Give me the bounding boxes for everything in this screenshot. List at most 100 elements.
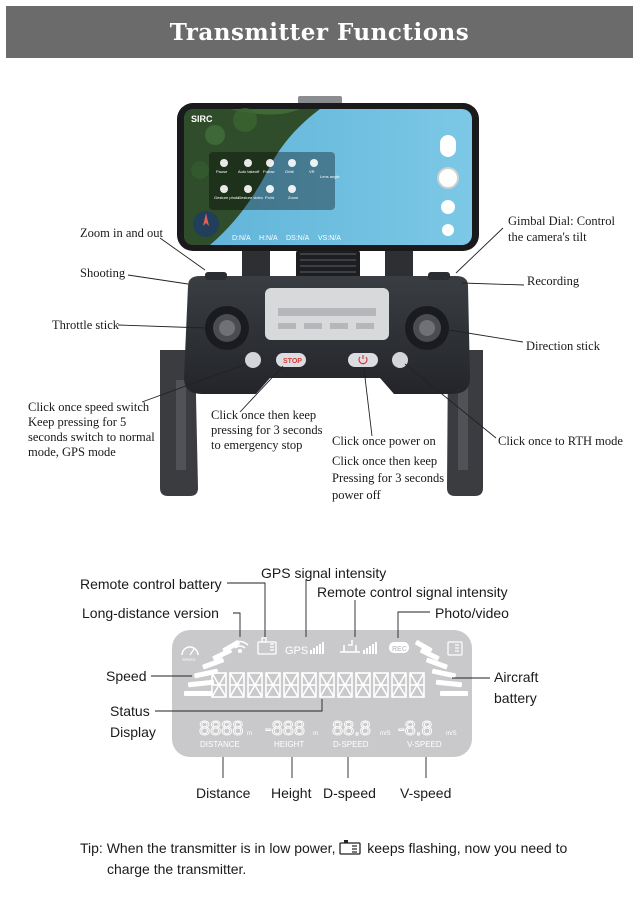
lcd-gps-text: GPS bbox=[285, 645, 308, 657]
lcd-speed-badge: SPEED bbox=[182, 657, 196, 662]
power-line-2: Click once then keep bbox=[332, 454, 438, 468]
speedometer-icon bbox=[181, 646, 199, 656]
direction-stick[interactable] bbox=[405, 306, 449, 350]
rth-button[interactable] bbox=[392, 352, 408, 368]
lcd-dspeed-caption: D-SPEED bbox=[333, 740, 369, 749]
label-dspeed: D-speed bbox=[323, 785, 376, 801]
telemetry-height: H:N/A bbox=[259, 235, 278, 242]
emergency-line-3: to emergency stop bbox=[211, 438, 303, 452]
lcd-distance-caption: DISTANCE bbox=[200, 740, 240, 749]
label-shooting: Shooting bbox=[80, 266, 126, 280]
label-gps-signal: GPS signal intensity bbox=[261, 565, 387, 581]
wifi-icon bbox=[231, 640, 249, 654]
lcd-battery-bars bbox=[415, 640, 468, 696]
lcd-vspeed-caption: V-SPEED bbox=[407, 740, 442, 749]
status-display-line-2: Display bbox=[110, 724, 156, 740]
phone bbox=[177, 103, 479, 251]
gimbal-line-2: the camera's tilt bbox=[508, 230, 587, 244]
rc-signal-icon bbox=[340, 640, 377, 654]
menu-gesture-photo: Gesture photo bbox=[214, 195, 240, 200]
status-display-line-1: Status bbox=[110, 703, 150, 719]
tip-note: Tip: When the transmitter is in low powe… bbox=[80, 838, 600, 880]
callout-lines bbox=[117, 227, 525, 439]
rec-badge bbox=[389, 642, 409, 653]
controller-lcd-segments bbox=[278, 308, 376, 329]
label-speed-switch: Click once speed switch Keep pressing fo… bbox=[28, 400, 155, 460]
lcd-rec-text: REC bbox=[392, 646, 407, 653]
label-rc-signal: Remote control signal intensity bbox=[317, 584, 508, 600]
label-aircraft-battery: Aircraft battery bbox=[494, 668, 538, 707]
phone-telemetry: D:N/A H:N/A DS:N/A VS:N/A bbox=[232, 235, 341, 242]
menu-zoom: Zoom bbox=[288, 195, 299, 200]
speed-switch-button[interactable] bbox=[245, 352, 261, 368]
speed-switch-line-3: seconds switch to normal bbox=[28, 430, 155, 444]
gps-signal-icon bbox=[310, 642, 324, 654]
speed-switch-line-4: mode, GPS mode bbox=[28, 445, 116, 459]
label-direction-stick: Direction stick bbox=[526, 339, 600, 353]
label-distance: Distance bbox=[196, 785, 251, 801]
header-banner: Transmitter Functions bbox=[6, 6, 633, 58]
menu-follow: Follow bbox=[263, 169, 275, 174]
phone-brand: SIRC bbox=[191, 114, 213, 124]
phone-menu: Pause Auto takeoff Follow Orbit VR Lens … bbox=[214, 169, 340, 200]
lcd-unit-vspeed: m/S bbox=[446, 731, 457, 737]
lcd-status-segments bbox=[211, 672, 425, 698]
tip-text-start: Tip: When the transmitter is in low powe… bbox=[80, 840, 336, 856]
lcd-speed-bars bbox=[184, 640, 240, 696]
emergency-line-2: pressing for 3 seconds bbox=[211, 423, 323, 437]
telemetry-distance: D:N/A bbox=[232, 235, 251, 242]
menu-orbit: Orbit bbox=[285, 169, 295, 174]
label-height: Height bbox=[271, 785, 312, 801]
label-long-distance: Long-distance version bbox=[82, 605, 219, 621]
speed-switch-line-1: Click once speed switch bbox=[28, 400, 150, 414]
lcd-height-caption: HEIGHT bbox=[274, 740, 304, 749]
emergency-line-1: Click once then keep bbox=[211, 408, 317, 422]
throttle-stick[interactable] bbox=[205, 306, 249, 350]
aircraft-battery-icon bbox=[447, 641, 463, 656]
gimbal-line-1: Gimbal Dial: Control bbox=[508, 214, 615, 228]
label-throttle-stick: Throttle stick bbox=[52, 318, 119, 332]
rc-battery-icon bbox=[257, 637, 277, 655]
telemetry-vspeed: VS:N/A bbox=[318, 235, 341, 242]
tip-text-end: keeps flashing, now you need to bbox=[367, 840, 568, 856]
power-line-1: Click once power on bbox=[332, 434, 436, 448]
menu-lens-angle: Lens angle bbox=[320, 174, 340, 179]
tip-text-line2: charge the transmitter. bbox=[107, 861, 247, 877]
stop-button[interactable] bbox=[276, 353, 306, 367]
stop-button-label: STOP bbox=[283, 358, 302, 365]
label-zoom: Zoom in and out bbox=[80, 226, 163, 240]
label-rc-battery: Remote control battery bbox=[80, 576, 222, 592]
menu-pause: Pause bbox=[216, 169, 228, 174]
label-status-display: Status Display bbox=[110, 702, 156, 741]
label-power: Click once power on Click once then keep… bbox=[332, 433, 444, 504]
lcd-callout-lines bbox=[151, 580, 490, 778]
rc-battery-inline-icon bbox=[339, 840, 362, 855]
menu-vr: VR bbox=[309, 169, 315, 174]
lcd-vspeed-digits: -8.8 bbox=[398, 718, 432, 740]
page-title: Transmitter Functions bbox=[169, 18, 470, 46]
label-rth: Click once to RTH mode bbox=[498, 434, 623, 448]
menu-gesture-video: Gesture video bbox=[238, 195, 264, 200]
menu-auto-takeoff: Auto takeoff bbox=[238, 169, 260, 174]
speed-switch-line-2: Keep pressing for 5 bbox=[28, 415, 127, 429]
lcd-dspeed-digits: 88.8 bbox=[332, 718, 371, 740]
lcd-unit-height: m bbox=[313, 731, 318, 737]
label-vspeed: V-speed bbox=[400, 785, 452, 801]
label-recording: Recording bbox=[527, 274, 580, 288]
lcd-height-digits: -888 bbox=[265, 718, 305, 740]
power-line-4: power off bbox=[332, 488, 381, 502]
lcd-unit-dspeed: m/S bbox=[380, 731, 391, 737]
lcd-distance-digits: 8888 bbox=[199, 718, 244, 740]
lcd-unit-distance: m bbox=[247, 731, 252, 737]
aircraft-battery-line-1: Aircraft bbox=[494, 669, 539, 685]
label-speed: Speed bbox=[106, 668, 147, 684]
power-button[interactable] bbox=[348, 353, 378, 367]
menu-point: Point bbox=[265, 195, 275, 200]
aircraft-battery-line-2: battery bbox=[494, 690, 537, 706]
power-line-3: Pressing for 3 seconds bbox=[332, 471, 445, 485]
label-emergency-stop: Click once then keep pressing for 3 seco… bbox=[211, 408, 322, 453]
telemetry-dspeed: DS:N/A bbox=[286, 235, 310, 242]
label-gimbal-dial: Gimbal Dial: Control the camera's tilt bbox=[508, 213, 615, 245]
